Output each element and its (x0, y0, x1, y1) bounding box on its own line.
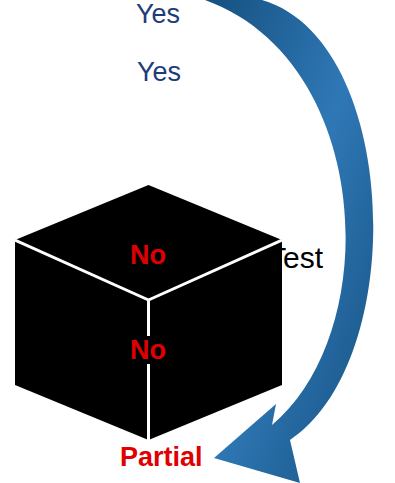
partial-label: Partial (120, 443, 203, 473)
cube-shape (15, 185, 282, 440)
cube-body (15, 185, 282, 440)
cube-label: No (127, 241, 169, 269)
yes-label: Yes (137, 58, 181, 88)
yes-label: Yes (136, 0, 180, 30)
black-cube: NoNo (15, 185, 282, 440)
cube-label: No (127, 336, 169, 364)
cube-edge (147, 300, 150, 440)
